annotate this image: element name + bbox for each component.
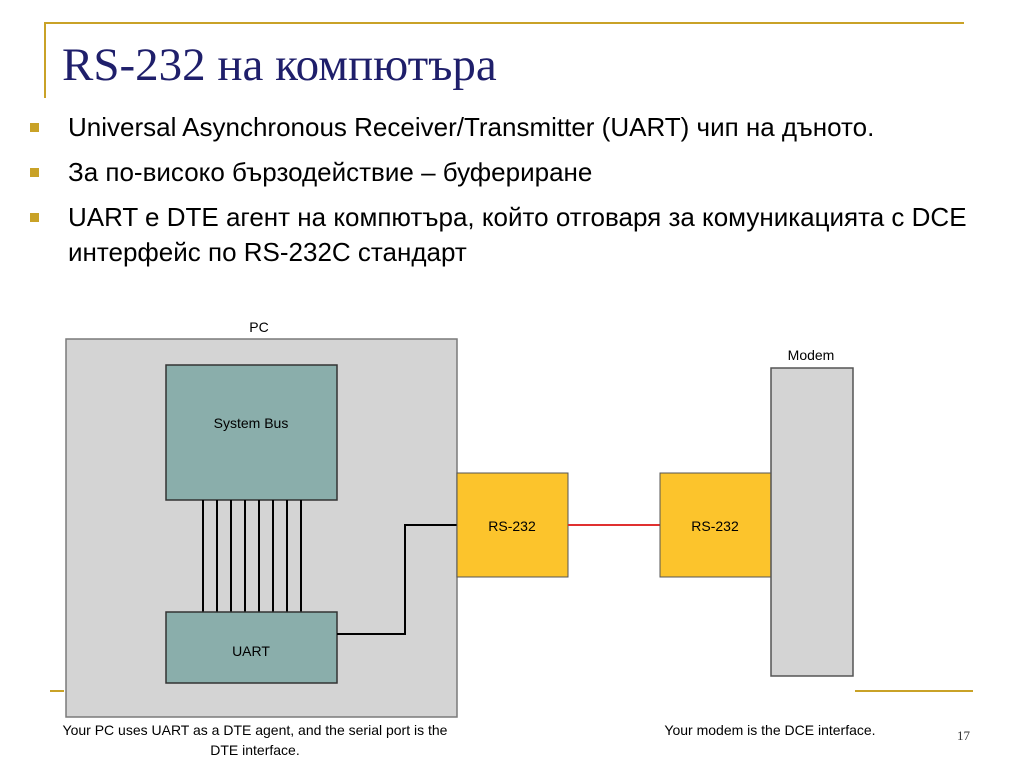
- page-number: 17: [957, 728, 970, 743]
- uart-connector-line: [337, 524, 457, 635]
- pc-caption: Your PC uses UART as a DTE agent, and th…: [62, 722, 448, 758]
- uart-label: UART: [232, 643, 270, 659]
- footer-rule-right: [855, 690, 973, 692]
- bullet-item: Universal Asynchronous Receiver/Transmit…: [30, 110, 1020, 145]
- bullet-text: UART е DTE агент на компютъра, който отг…: [68, 202, 967, 267]
- pc-rs232-label: RS-232: [488, 518, 536, 534]
- bullet-list: Universal Asynchronous Receiver/Transmit…: [30, 110, 1020, 280]
- parallel-bus-lines: [202, 500, 302, 612]
- bullet-item: За по-високо бързодействие – буфериране: [30, 155, 1020, 190]
- modem-caption: Your modem is the DCE interface.: [664, 722, 876, 738]
- pc-label: PC: [249, 319, 268, 335]
- modem-rs232-box: [659, 472, 772, 578]
- square-bullet-icon: [30, 168, 39, 177]
- modem-rs232-label: RS-232: [691, 518, 739, 534]
- system-bus-box: [165, 364, 338, 501]
- bullet-text: Universal Asynchronous Receiver/Transmit…: [68, 112, 875, 142]
- top-rule: [44, 22, 964, 24]
- square-bullet-icon: [30, 213, 39, 222]
- system-bus-label: System Bus: [214, 415, 289, 431]
- left-rule: [44, 22, 46, 98]
- modem-label: Modem: [788, 347, 835, 363]
- bullet-text: За по-високо бързодействие – буфериране: [68, 157, 593, 187]
- bullet-item: UART е DTE агент на компютъра, който отг…: [30, 200, 1020, 270]
- footer-rule-left: [50, 690, 64, 692]
- slide-title: RS-232 на компютъра: [62, 39, 497, 91]
- uart-box: [165, 611, 338, 684]
- modem-box: [770, 367, 854, 677]
- square-bullet-icon: [30, 123, 39, 132]
